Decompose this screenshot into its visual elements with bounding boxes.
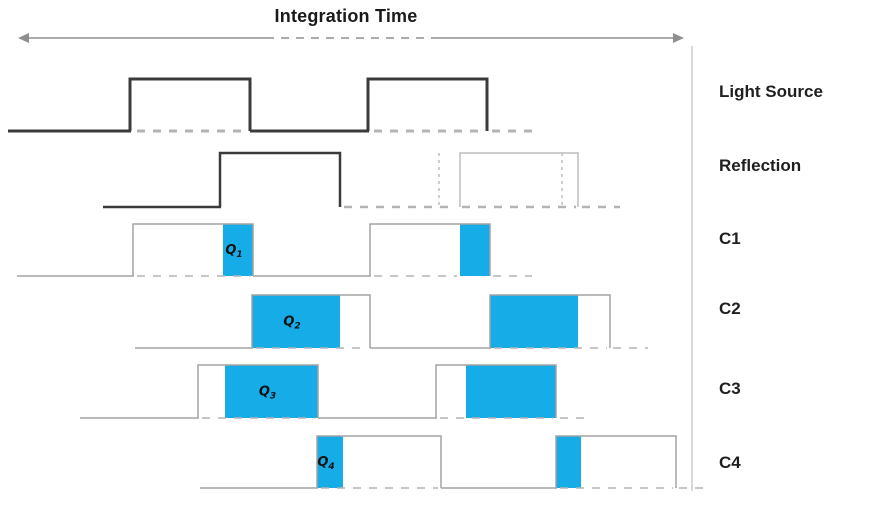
c4-pulse	[316, 435, 442, 488]
c4-charge-region	[556, 436, 581, 488]
row-label-c2: C2	[719, 299, 741, 318]
row-label-c1: C1	[719, 229, 741, 248]
c3-pulse	[435, 364, 557, 418]
c1-pulse	[369, 223, 491, 276]
c3-pulse	[197, 364, 319, 418]
row-label-c3: C3	[719, 379, 741, 398]
light-source-pulse	[366, 77, 489, 131]
arrowhead-left-icon	[18, 33, 29, 43]
arrowhead-right-icon	[673, 33, 684, 43]
c2-pulse	[489, 294, 611, 348]
c4-charge-region	[317, 436, 343, 488]
diagram-title: Integration Time	[274, 6, 418, 26]
c2-pulse	[251, 294, 371, 348]
light-source-pulse	[128, 77, 252, 131]
row-label-light-source: Light Source	[719, 82, 823, 101]
c2-charge-region	[490, 295, 578, 348]
reflection-ghost-pulse	[459, 152, 579, 207]
row-label-reflection: Reflection	[719, 156, 802, 175]
c2-charge-region	[252, 295, 340, 348]
c4-pulse	[555, 435, 677, 488]
c1-charge-region	[223, 224, 253, 276]
row-label-c4: C4	[719, 453, 741, 472]
c3-charge-region	[466, 365, 556, 418]
c3-charge-region	[225, 365, 318, 418]
c1-pulse	[132, 223, 254, 276]
c1-charge-region	[460, 224, 490, 276]
reflection-pulse	[218, 151, 342, 207]
